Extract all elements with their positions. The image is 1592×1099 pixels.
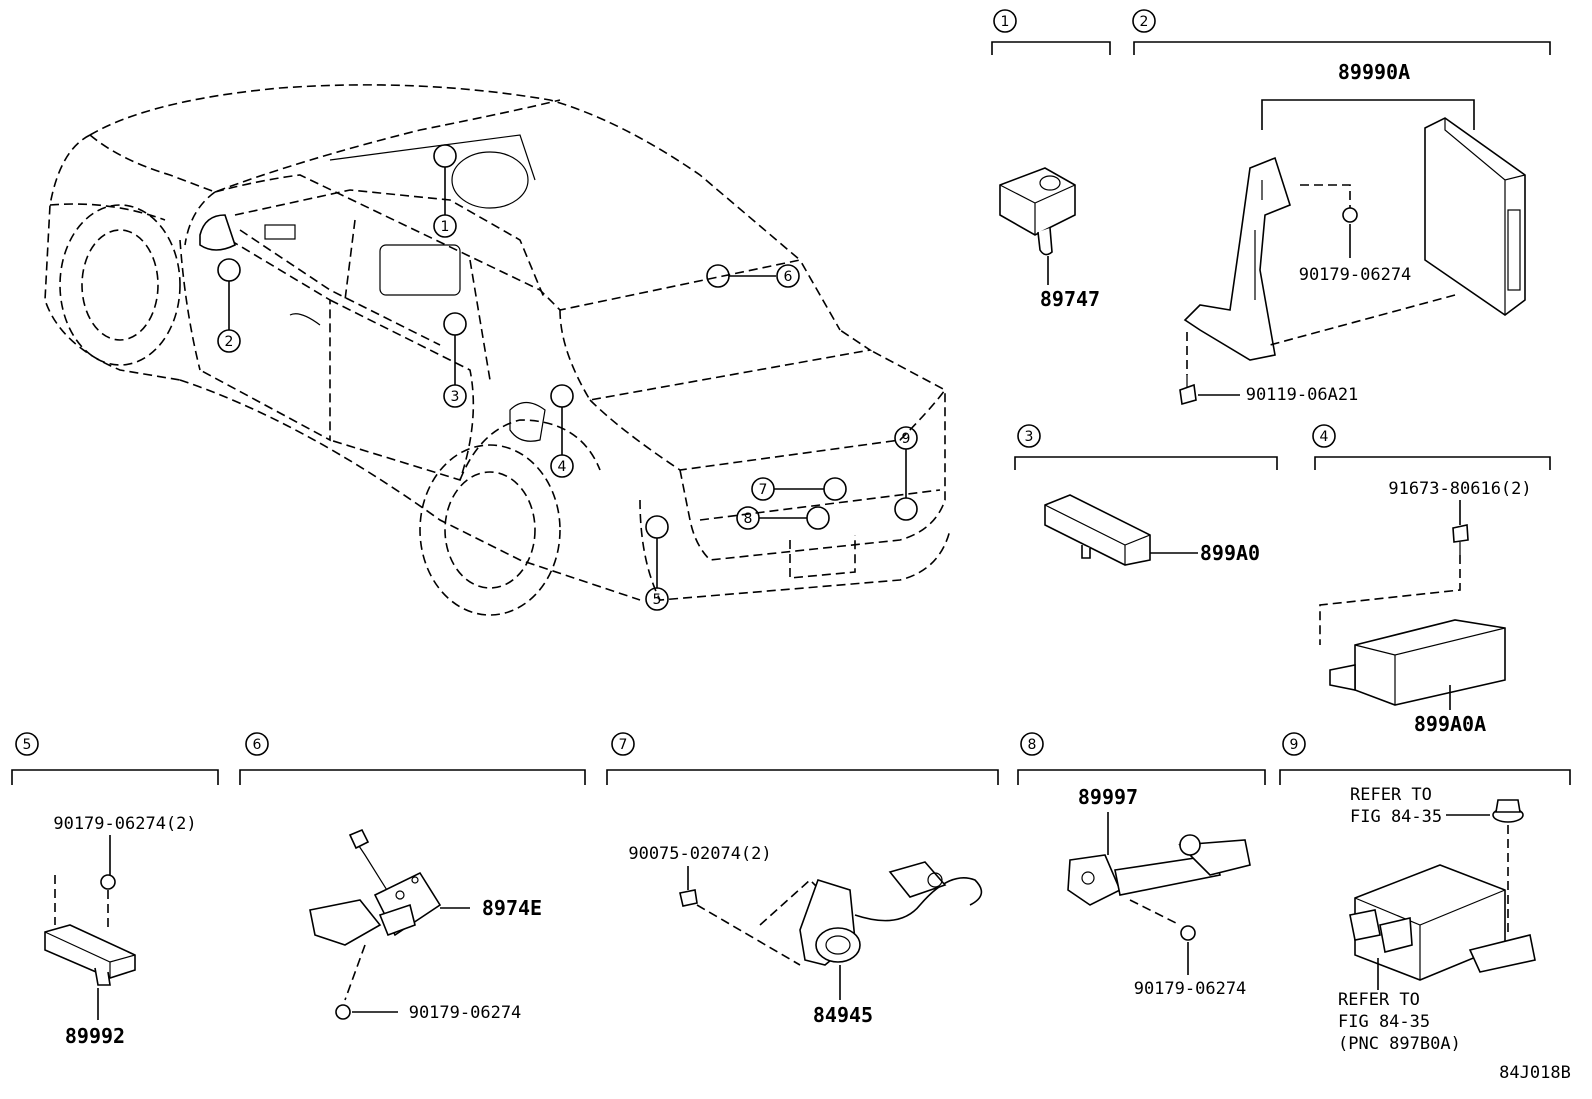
section-4: 4 91673-80616(2) 899A0A [1312, 424, 1551, 736]
nut-icon [1492, 799, 1524, 823]
part-84945-icon [799, 861, 983, 966]
part-number-90119-06A21[interactable]: 90119-06A21 [1246, 385, 1359, 405]
svg-text:1: 1 [1001, 14, 1010, 30]
car-callout-8: 8 [744, 511, 753, 527]
car-sensor-markers [217, 144, 918, 588]
part-number-90179-06274-s6[interactable]: 90179-06274 [409, 1003, 522, 1023]
diagram-id: 84J018B [1499, 1063, 1571, 1083]
car-callout-5: 5 [653, 592, 662, 608]
svg-text:5: 5 [23, 737, 32, 753]
part-number-91673-80616[interactable]: 91673-80616(2) [1388, 479, 1531, 499]
part-number-90179-06274-s8[interactable]: 90179-06274 [1134, 979, 1247, 999]
part-899A0-icon [1044, 494, 1151, 566]
svg-text:6: 6 [253, 737, 262, 753]
car-callout-6: 6 [784, 269, 793, 285]
part-89990A-bracket-icon [1183, 156, 1291, 361]
svg-text:7: 7 [619, 737, 628, 753]
part-number-899A0[interactable]: 899A0 [1200, 541, 1260, 565]
car-outline [44, 84, 951, 616]
part-number-84945[interactable]: 84945 [813, 1003, 873, 1027]
refer-b-line1: REFER TO [1338, 990, 1420, 1010]
part-89997-icon [1067, 834, 1251, 906]
svg-text:4: 4 [1320, 429, 1329, 445]
part-number-89747[interactable]: 89747 [1040, 287, 1100, 311]
car-callout-7: 7 [759, 482, 768, 498]
clip-icon [679, 889, 698, 907]
refer-b-line3: (PNC 897B0A) [1338, 1034, 1461, 1054]
car-callout-4: 4 [558, 459, 567, 475]
part-8974E-icon [309, 828, 442, 946]
part-number-90179-06274-2[interactable]: 90179-06274(2) [53, 814, 196, 834]
car-callout-labels: 1 2 3 4 5 6 7 8 9 [217, 214, 918, 611]
part-89747-icon [999, 167, 1076, 256]
bolt-icon [1179, 375, 1197, 406]
refer-b-line2[interactable]: FIG 84-35 [1338, 1012, 1430, 1032]
car-callout-3: 3 [451, 389, 460, 405]
part-number-8974E[interactable]: 8974E [482, 896, 542, 920]
part-number-90075-02074[interactable]: 90075-02074(2) [628, 844, 771, 864]
section-8: 8 89997 90179-06274 [1017, 732, 1266, 999]
ecu-module-icon [1349, 864, 1536, 981]
refer-a-line1: REFER TO [1350, 785, 1432, 805]
part-number-89997[interactable]: 89997 [1078, 785, 1138, 809]
screw-icon [1452, 524, 1469, 555]
part-89990A-ecu-icon [1424, 117, 1526, 316]
part-number-899A0A[interactable]: 899A0A [1414, 712, 1486, 736]
section-3: 3 899A0 [1014, 424, 1278, 566]
part-number-89992[interactable]: 89992 [65, 1024, 125, 1048]
svg-text:2: 2 [1140, 14, 1149, 30]
part-number-90179-06274-s2[interactable]: 90179-06274 [1299, 265, 1412, 285]
part-89992-icon [44, 924, 136, 986]
car-callout-1: 1 [441, 219, 450, 235]
section-5: 5 90179-06274(2) 89992 [11, 732, 219, 1048]
svg-text:9: 9 [1290, 737, 1299, 753]
section-6: 6 8974E 90179-06274 [239, 732, 586, 1023]
section-1: 1 89747 [991, 9, 1111, 311]
section-9: 9 REFER TO FIG 84-35 REFER TO FIG 84-35 … [1279, 732, 1571, 1054]
car-callout-9: 9 [902, 431, 911, 447]
svg-text:3: 3 [1025, 429, 1034, 445]
section-2: 2 89990A 90179-06274 90119-06A21 [1132, 9, 1551, 406]
part-number-89990A[interactable]: 89990A [1338, 60, 1410, 84]
car-callout-2: 2 [225, 334, 234, 350]
refer-a-line2[interactable]: FIG 84-35 [1350, 807, 1442, 827]
section-7: 7 90075-02074(2) 84945 [606, 732, 999, 1027]
svg-text:8: 8 [1028, 737, 1037, 753]
part-899A0A-icon [1329, 619, 1506, 706]
